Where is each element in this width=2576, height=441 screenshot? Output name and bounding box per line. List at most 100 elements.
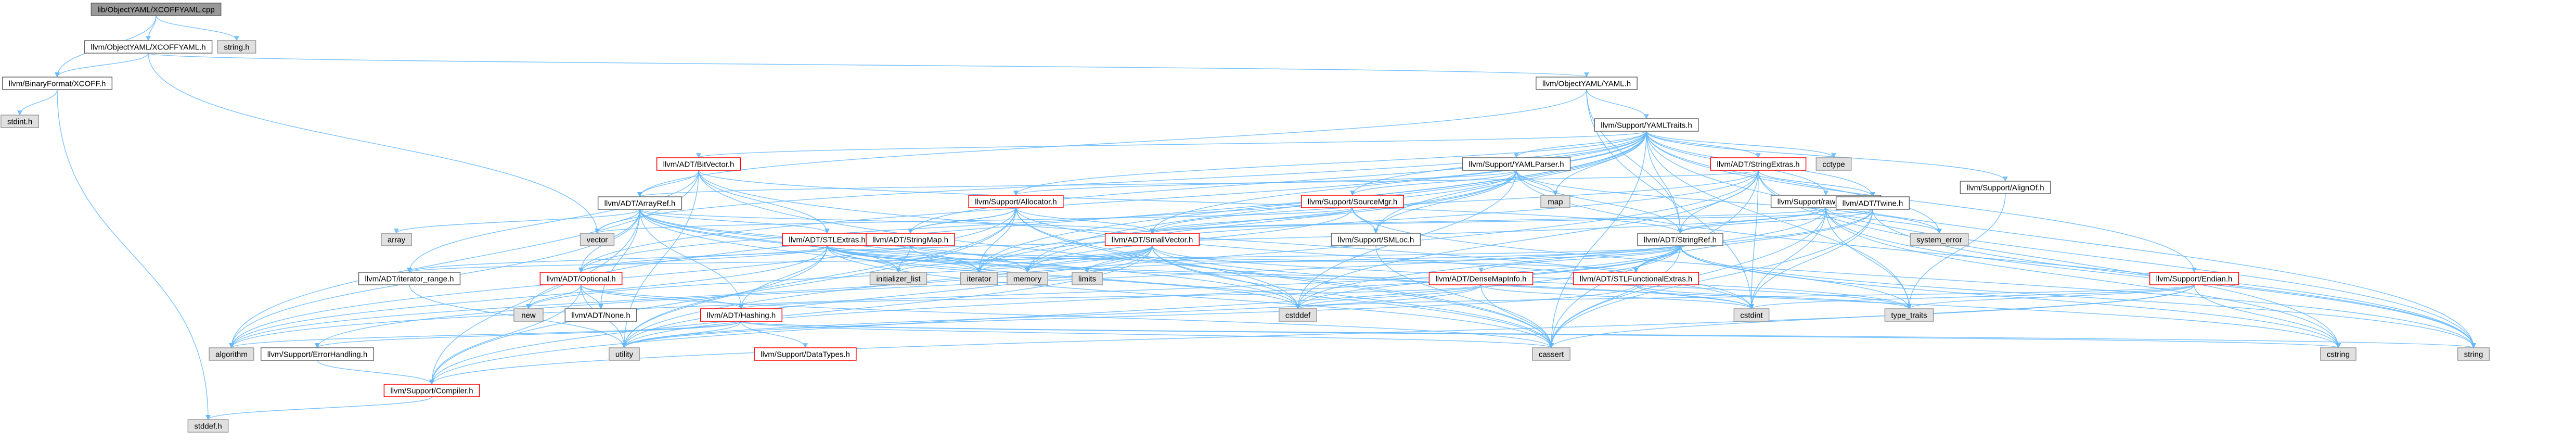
node-string: string — [2457, 347, 2490, 361]
node-algorithm: algorithm — [209, 347, 254, 361]
include-edge — [1749, 207, 1826, 309]
node-datatypes[interactable]: llvm/Support/DataTypes.h — [754, 347, 857, 361]
node-xcoffyaml[interactable]: llvm/ObjectYAML/XCOFFYAML.h — [84, 40, 213, 54]
node-box — [609, 347, 640, 361]
node-box — [2320, 347, 2356, 361]
include-edge — [229, 207, 1016, 348]
include-edge — [581, 284, 744, 309]
include-edge — [1646, 131, 1761, 158]
node-yamlparser[interactable]: llvm/Support/YAMLParser.h — [1462, 157, 1571, 171]
node-yamltraits[interactable]: llvm/Support/YAMLTraits.h — [1594, 118, 1699, 132]
node-twine[interactable]: llvm/ADT/Twine.h — [1835, 196, 1910, 210]
node-stddef: stddef.h — [187, 419, 229, 433]
node-label: llvm/Support/SourceMgr.h — [1308, 198, 1398, 207]
node-stringref[interactable]: llvm/ADT/StringRef.h — [1637, 233, 1723, 246]
include-edge — [827, 245, 1912, 309]
node-sourcemgr[interactable]: llvm/Support/SourceMgr.h — [1300, 195, 1405, 208]
node-label: llvm/ADT/ArrayRef.h — [604, 199, 676, 208]
include-edge — [1749, 170, 1759, 309]
include-edge — [1549, 131, 1647, 348]
node-iterrange[interactable]: llvm/ADT/iterator_range.h — [358, 272, 461, 285]
include-edge — [526, 245, 1153, 309]
node-vector: vector — [579, 233, 615, 246]
include-edge — [1514, 131, 1647, 158]
node-bitvector[interactable]: llvm/ADT/BitVector.h — [656, 157, 741, 171]
node-box — [656, 157, 741, 171]
node-box — [1331, 233, 1421, 246]
include-edge — [315, 321, 742, 348]
include-edge — [17, 89, 58, 116]
node-box — [1536, 77, 1638, 90]
include-edge — [1295, 284, 1482, 309]
include-edge — [1350, 170, 1517, 196]
node-memory: memory — [1007, 272, 1048, 285]
include-edge — [1025, 245, 1153, 273]
include-edge — [1013, 131, 1647, 196]
node-box — [1710, 157, 1807, 171]
node-box — [2149, 272, 2239, 285]
node-label: system_error — [1916, 236, 1962, 245]
node-endian[interactable]: llvm/Support/Endian.h — [2149, 272, 2239, 285]
include-edge — [229, 245, 1681, 348]
node-none[interactable]: llvm/ADT/None.h — [564, 308, 637, 322]
include-edge — [1516, 170, 2476, 348]
include-edge — [1150, 207, 1353, 234]
include-edge — [639, 209, 830, 234]
node-label: llvm/Support/SMLoc.h — [1338, 236, 1414, 245]
node-box — [1835, 196, 1910, 210]
include-edge — [429, 209, 640, 385]
node-label: cctype — [1822, 160, 1845, 169]
node-binxcoff[interactable]: llvm/BinaryFormat/XCOFF.h — [2, 77, 113, 90]
node-stlfunctional[interactable]: llvm/ADT/STLFunctionalExtras.h — [1573, 272, 1699, 285]
node-box — [209, 347, 254, 361]
include-edge — [827, 245, 1554, 348]
node-densemapinfo[interactable]: llvm/ADT/DenseMapInfo.h — [1428, 272, 1534, 285]
node-label: llvm/ADT/iterator_range.h — [365, 275, 454, 284]
node-root[interactable]: lib/ObjectYAML/XCOFFYAML.cpp — [91, 3, 222, 16]
node-label: llvm/Support/ErrorHandling.h — [267, 350, 368, 359]
include-edge — [1635, 284, 1754, 309]
node-box — [597, 196, 682, 210]
include-edge — [429, 284, 582, 385]
node-box — [1637, 233, 1723, 246]
include-edge — [229, 245, 1153, 348]
node-label: llvm/ADT/StringMap.h — [872, 236, 948, 245]
include-edge — [739, 284, 1482, 309]
node-compiler[interactable]: llvm/Support/Compiler.h — [383, 384, 480, 397]
node-hashing[interactable]: llvm/ADT/Hashing.h — [700, 308, 783, 322]
include-edge — [1516, 170, 1683, 234]
node-label: string.h — [224, 43, 249, 52]
include-edge — [1150, 131, 1647, 234]
include-edge — [1549, 284, 2195, 348]
node-allocator[interactable]: llvm/Support/Allocator.h — [968, 195, 1064, 208]
node-smallvector[interactable]: llvm/ADT/SmallVector.h — [1104, 233, 1200, 246]
node-label: llvm/Support/YAMLTraits.h — [1601, 121, 1692, 130]
node-stringextras[interactable]: llvm/ADT/StringExtras.h — [1710, 157, 1807, 171]
node-optional[interactable]: llvm/ADT/Optional.h — [539, 272, 623, 285]
include-edge — [698, 170, 830, 234]
node-typetraits: type_traits — [1884, 308, 1934, 322]
include-edge — [637, 170, 1759, 197]
include-edge — [637, 89, 1587, 197]
node-box — [1573, 272, 1699, 285]
node-errorhandling[interactable]: llvm/Support/ErrorHandling.h — [260, 347, 375, 361]
node-label: iterator — [967, 275, 991, 284]
node-label: new — [521, 311, 536, 320]
include-edge — [827, 245, 1754, 309]
include-edge — [976, 207, 1016, 273]
node-alignof[interactable]: llvm/Support/AlignOf.h — [1960, 181, 2051, 194]
include-edge — [622, 284, 1637, 348]
include-edge — [1375, 245, 1554, 348]
include-edge — [229, 321, 742, 348]
node-stringmap[interactable]: llvm/ADT/StringMap.h — [866, 233, 955, 246]
node-yaml[interactable]: llvm/ObjectYAML/YAML.h — [1536, 77, 1638, 90]
node-stlextras[interactable]: llvm/ADT/STLExtras.h — [782, 233, 872, 246]
node-smloc[interactable]: llvm/Support/SMLoc.h — [1331, 233, 1421, 246]
include-edge — [1678, 209, 1873, 234]
node-limits: limits — [1072, 272, 1103, 285]
include-edge — [1015, 207, 1155, 234]
node-arrayref[interactable]: llvm/ADT/ArrayRef.h — [597, 196, 682, 210]
node-iterator: iterator — [960, 272, 998, 285]
include-edge — [1352, 207, 2476, 348]
